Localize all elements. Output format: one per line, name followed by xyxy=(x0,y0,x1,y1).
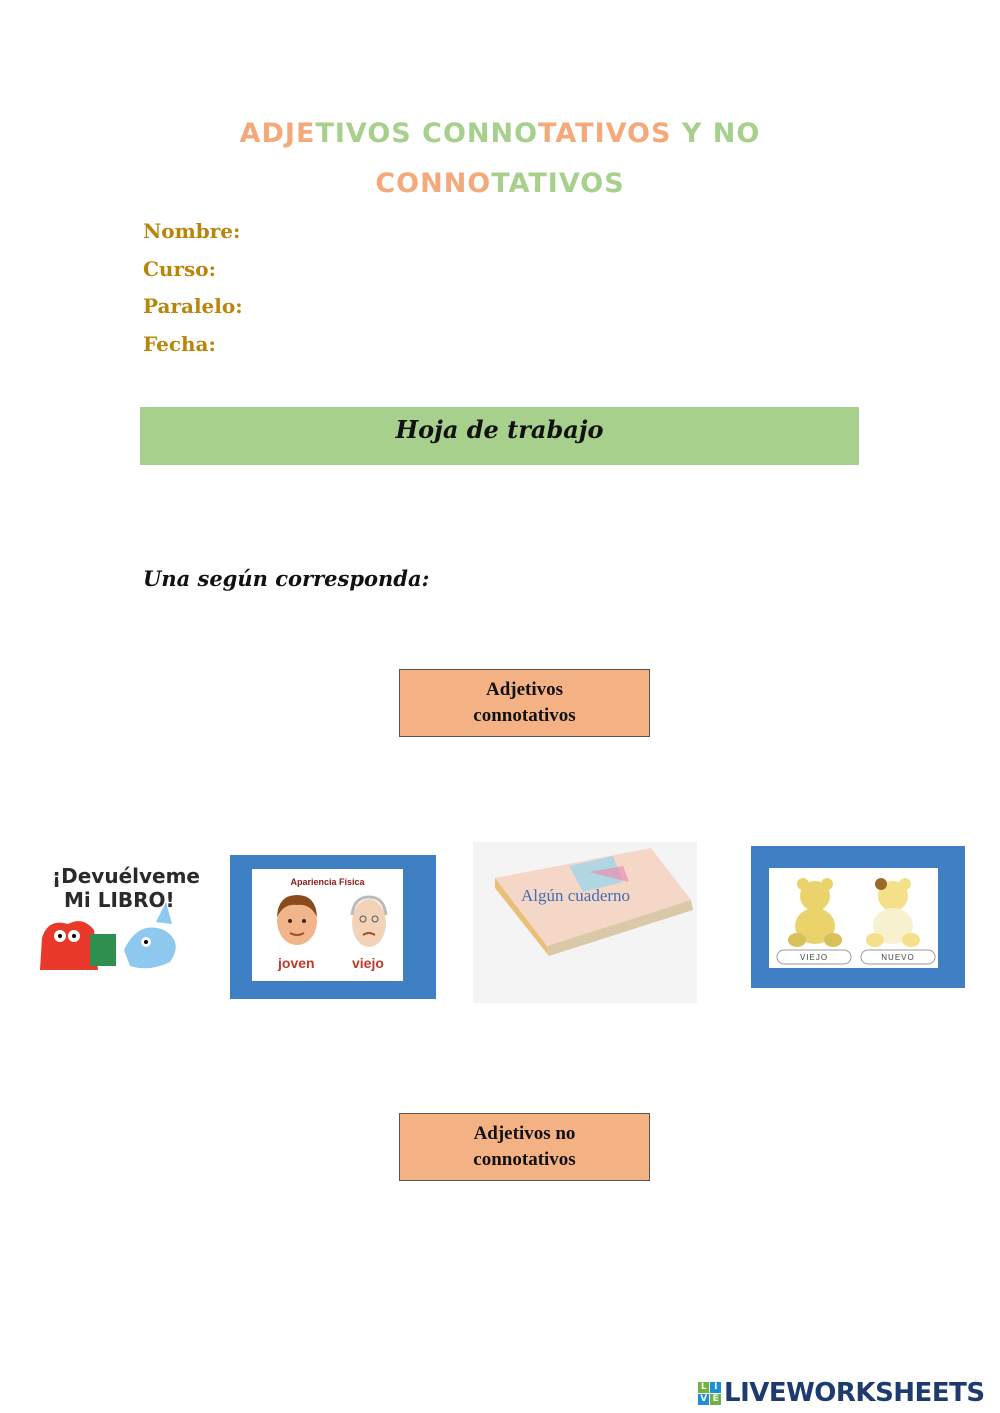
book-cover-image[interactable]: ¡Devuélveme Mi LIBRO! xyxy=(38,858,200,974)
title-segment: TIVOS xyxy=(315,118,423,149)
appearance-heading: Apariencia Física xyxy=(290,877,365,887)
young-label: joven xyxy=(278,955,315,971)
title-segment: CONNO xyxy=(375,168,492,199)
logo-tile: V xyxy=(698,1393,709,1405)
worksheet-banner: Hoja de trabajo xyxy=(140,407,859,465)
logo-tile: I xyxy=(710,1381,721,1393)
bears-image[interactable]: VIEJO NUEVO xyxy=(751,846,965,988)
title-segment: TATIVOS xyxy=(491,168,625,199)
worksheet-title-line1: ADJETIVOS CONNOTATIVOS Y NO xyxy=(0,118,1000,149)
title-segment: ADJE xyxy=(239,118,316,149)
bears-panel: VIEJO NUEVO xyxy=(769,868,938,968)
connotative-target-box[interactable]: Adjetivos connotativos xyxy=(399,669,650,737)
old-label: viejo xyxy=(352,955,384,971)
notebook-image[interactable]: Algún cuaderno xyxy=(473,842,697,1003)
title-segment: TATIVOS xyxy=(538,118,682,149)
liveworksheets-brand: LIVEWORKSHEETS xyxy=(724,1378,985,1408)
book-cover-title-line1: ¡Devuélveme xyxy=(52,864,200,888)
old-bear-label: VIEJO xyxy=(799,953,829,962)
worksheet-title-line2: CONNOTATIVOS xyxy=(0,168,1000,199)
book-cover-title-line2: Mi LIBRO! xyxy=(64,888,175,912)
non-connotative-target-box[interactable]: Adjetivos no connotativos xyxy=(399,1113,650,1181)
name-field-label: Nombre: xyxy=(143,219,241,243)
instruction-text: Una según corresponda: xyxy=(143,566,430,591)
appearance-image[interactable]: Apariencia Física joven viejo xyxy=(230,855,436,999)
logo-tile: E xyxy=(710,1393,721,1405)
liveworksheets-logo: L I V E LIVEWORKSHEETS xyxy=(698,1378,985,1408)
faces-illustration xyxy=(277,895,388,947)
notebook-caption: Algún cuaderno xyxy=(521,886,631,905)
date-field-label: Fecha: xyxy=(143,332,216,356)
course-field-label: Curso: xyxy=(143,257,216,281)
appearance-panel: Apariencia Física joven viejo xyxy=(252,869,403,981)
bears-illustration xyxy=(776,878,936,965)
title-segment: Y NO xyxy=(681,118,761,149)
banner-label: Hoja de trabajo xyxy=(395,415,604,444)
parallel-field-label: Paralelo: xyxy=(143,294,243,318)
notebook-illustration xyxy=(495,848,693,956)
book-cover-illustration xyxy=(38,858,186,974)
new-bear-label: NUEVO xyxy=(881,953,915,962)
liveworksheets-logo-icon: L I V E xyxy=(698,1381,721,1405)
logo-tile: L xyxy=(698,1381,709,1393)
title-segment: CONNO xyxy=(422,118,539,149)
